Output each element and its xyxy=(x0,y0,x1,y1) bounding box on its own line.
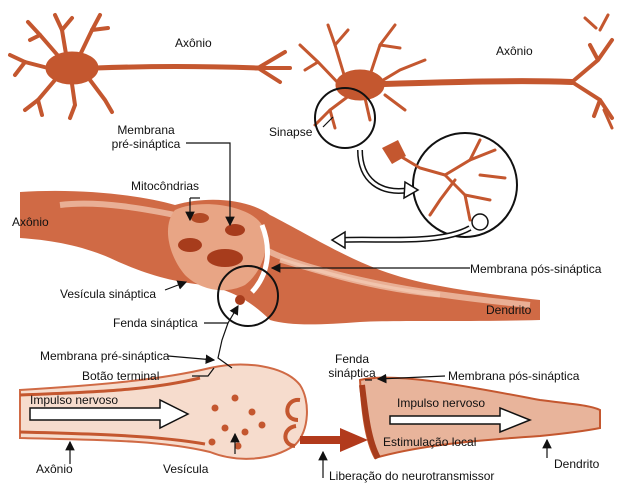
label-membrana-pre-line1: Membrana xyxy=(96,124,196,137)
top-neuron-row xyxy=(10,15,612,128)
label-axonio-mid: Axônio xyxy=(12,216,49,229)
label-axonio-top-left: Axônio xyxy=(175,37,212,50)
label-vesicula: Vesícula xyxy=(163,463,208,476)
label-dendrito-mid: Dendrito xyxy=(486,304,531,317)
magnified-synapse xyxy=(382,133,517,237)
mitochondrion-2 xyxy=(207,249,243,267)
label-axonio-top-right: Axônio xyxy=(496,45,533,58)
label-mitocondrias: Mitocôndrias xyxy=(131,180,199,193)
label-dendrito-bottom: Dendrito xyxy=(554,458,599,471)
axon-2 xyxy=(384,81,572,84)
label-liberacao: Liberação do neurotransmissor xyxy=(329,470,494,483)
label-fenda-line2: sináptica xyxy=(320,367,384,380)
label-membrana-pre-line2: pré-sináptica xyxy=(96,138,196,151)
label-vesicula-sinaptica: Vesícula sináptica xyxy=(60,288,156,301)
label-membrana-pre-bottom: Membrana pré-sináptica xyxy=(40,350,169,363)
label-impulso-right: Impulso nervoso xyxy=(397,397,485,410)
axon-1 xyxy=(96,67,258,69)
mitochondrion-1 xyxy=(178,238,202,252)
label-fenda-line1: Fenda xyxy=(320,353,384,366)
label-impulso-left: Impulso nervoso xyxy=(30,394,118,407)
release-arrow xyxy=(300,428,368,452)
axon-2-terminal xyxy=(572,40,612,118)
label-membrana-pos-bottom: Membrana pós-sináptica xyxy=(448,370,579,383)
axon-1-terminal xyxy=(258,52,290,82)
label-membrana-pos-mid: Membrana pós-sináptica xyxy=(470,263,601,276)
label-sinapse: Sinapse xyxy=(269,126,312,139)
label-estimulacao: Estimulação local xyxy=(383,436,476,449)
label-fenda-sinaptica-mid: Fenda sináptica xyxy=(113,317,198,330)
mitochondrion-3 xyxy=(225,224,245,236)
neuron-2-body xyxy=(336,70,384,100)
label-botao-terminal: Botão terminal xyxy=(82,370,159,383)
label-axonio-bottom: Axônio xyxy=(36,463,73,476)
